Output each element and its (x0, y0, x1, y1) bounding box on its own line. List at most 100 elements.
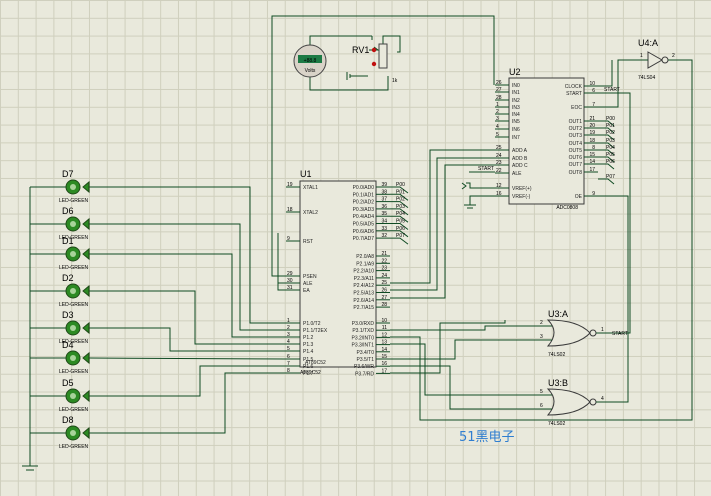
out-bus-stub (598, 142, 615, 149)
u2-pin-name: OUT5 (569, 148, 583, 154)
u1-pin-name: PSEN (303, 274, 317, 280)
led-part: LED-GREEN (59, 198, 89, 204)
u1-pin-name: P3.3/INT1 (351, 343, 374, 349)
u2-pin-number: 25 (496, 145, 502, 151)
u4a-pin: 1 (640, 53, 643, 59)
u1-part: AT89C52 (300, 370, 321, 376)
u1-pin-name: P0.6/AD6 (353, 229, 375, 235)
u2-chip[interactable] (508, 77, 585, 205)
u2-pin-name: EOC (571, 105, 582, 111)
u1-p0-net: P02 (396, 197, 405, 203)
u1-pin-number: 36 (381, 204, 387, 210)
u2-pin-number: 8 (592, 145, 595, 151)
u2-pin-number: 2 (496, 109, 499, 115)
u1-pin-number: 25 (381, 280, 387, 286)
u2-pin-number: 20 (589, 123, 595, 129)
u1-pin-number: 18 (287, 207, 293, 213)
u2-pin-name: OUT6 (569, 155, 583, 161)
rv1-value: 1k (392, 78, 398, 84)
u2-pin-number: 1 (496, 102, 499, 108)
u1-pin-number: 11 (382, 325, 387, 331)
u2-pin-number: 27 (496, 87, 502, 93)
led-highlight (70, 430, 76, 436)
u1-pin-name: ALE (303, 281, 313, 287)
u1-pin-number: 10 (381, 318, 387, 324)
u3a-gate-body[interactable] (546, 319, 591, 347)
u2-pin-number: 21 (589, 116, 595, 122)
u2-pin-number: 6 (592, 88, 595, 94)
led-part: LED-GREEN (59, 265, 89, 271)
u4a-body[interactable] (647, 51, 664, 69)
p0-bus-stub (390, 230, 409, 238)
led-ref: D2 (62, 273, 74, 283)
u1-pin-number: 38 (381, 189, 387, 195)
led-diode-arrow (82, 389, 90, 403)
u1-pin-number: 29 (287, 271, 293, 277)
u3a-out-net: START (612, 331, 628, 337)
led-part: LED-GREEN (59, 339, 89, 345)
u1-pin-number: 12 (381, 332, 387, 338)
u1-pin-number: 34 (381, 219, 387, 225)
p0-bus-stub (390, 186, 409, 194)
u1-p0-net: P04 (396, 211, 405, 217)
p0-bus-stub (390, 223, 409, 230)
u1-chip[interactable] (299, 180, 377, 368)
u2-part: ADC0808 (556, 205, 578, 211)
led-to-p1-wire-6 (89, 365, 286, 397)
start-wire (598, 92, 631, 334)
led-to-p1-wire-1 (89, 223, 286, 331)
led-highlight (70, 251, 76, 257)
u1-pin-number: 2 (287, 325, 290, 331)
u2-pin-number: 18 (589, 138, 595, 144)
u2-pin-number: 9 (592, 191, 595, 197)
u1-ref: U1 (300, 169, 312, 179)
u2-pin-name: OUT2 (569, 126, 583, 132)
u2-pin-number: 3 (496, 116, 499, 122)
out-bus-stub (598, 163, 615, 170)
u1-p0-net: P01 (396, 189, 405, 195)
u3a-gate-pin: 1 (601, 327, 604, 333)
u2-pin-name: VREF(+) (512, 186, 532, 192)
watermark-text: 51黑电子 (459, 430, 515, 445)
u1-pin-number: 1 (287, 318, 290, 324)
u1-pin-number: 5 (287, 346, 290, 352)
p3-6-wire (390, 365, 536, 410)
u1-pin-number: 23 (381, 266, 387, 272)
u2-pin-number: 14 (589, 159, 595, 165)
p3-1-wire (390, 325, 536, 331)
p3-7-wire (390, 320, 506, 374)
add-c-wire (390, 164, 495, 299)
u2-pin-number: 23 (496, 160, 502, 166)
u2-start-in: START (478, 166, 494, 172)
u1-p0-net: P07 (396, 233, 405, 239)
u1-pin-number: 26 (381, 288, 387, 294)
led-diode-arrow (82, 217, 90, 231)
u2-out-net: P06 (606, 159, 615, 165)
u1-pin-name: P1.2 (303, 335, 314, 341)
u3b-gate-body[interactable] (546, 388, 591, 416)
u2-pin-number: 28 (496, 95, 502, 101)
vm-top-wire (309, 35, 366, 45)
led-ref: D5 (62, 378, 74, 388)
rv1-top-wire (382, 35, 401, 53)
u1-p0-net: P06 (396, 226, 405, 232)
u2-out-net: P03 (606, 138, 615, 144)
u1-pin-name: P3.6/WR (354, 364, 374, 370)
u2-pin-name: IN2 (512, 98, 520, 104)
led-ref: D6 (62, 206, 74, 216)
u1-pin-name: P3.5/T1 (356, 357, 374, 363)
rv1-body[interactable] (378, 43, 388, 69)
u2-pin-number: 19 (589, 130, 595, 136)
u2-out-net: P04 (606, 145, 615, 151)
